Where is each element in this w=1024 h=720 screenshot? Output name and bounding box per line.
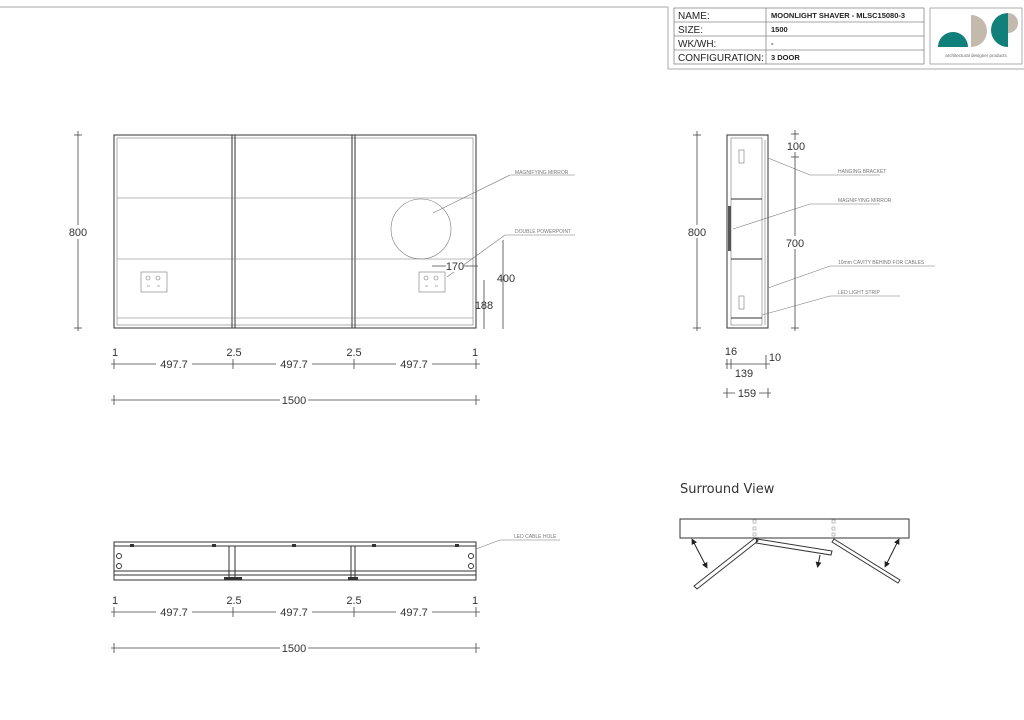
title-label-size: SIZE: xyxy=(678,25,703,36)
company-logo: architectural designer products xyxy=(929,7,1023,65)
powerpoint-width-dim: 170 xyxy=(446,261,464,273)
logo-text: architectural designer products xyxy=(945,53,1007,58)
bracket-dim: 700 xyxy=(786,238,804,250)
magnifying-mirror xyxy=(390,198,452,260)
title-value-wkwh: - xyxy=(771,39,774,48)
side-height-dim: 800 xyxy=(688,227,706,239)
title-block: NAME: MOONLIGHT SHAVER - MLSC15080-3 SIZ… xyxy=(673,7,925,65)
callout-hanging-bracket: HANGING BRACKET xyxy=(838,169,886,175)
front-view: MAGNIFYING MIRROR DOUBLE POWERPOINT 800 … xyxy=(66,131,575,407)
top-view: LED CABLE HOLE 1 2.5 2.5 1 497.7 497.7 4… xyxy=(111,534,560,655)
body-depth-dim: 139 xyxy=(735,368,753,380)
side-view: HANGING BRACKET MAGNIFYING MIRROR 10mm C… xyxy=(686,130,935,400)
powerpoint-right xyxy=(418,271,446,293)
powerpoint-height-dim: 188 xyxy=(475,300,493,312)
sheet-border xyxy=(0,6,1024,70)
door-dim: 497.7 xyxy=(400,359,428,371)
gap-dim: 2.5 xyxy=(226,595,241,607)
back-depth-dim: 10 xyxy=(769,352,781,364)
surround-view: Surround View xyxy=(679,482,910,590)
door-dim: 497.7 xyxy=(280,607,308,619)
callout-magnifying-mirror: MAGNIFYING MIRROR xyxy=(515,170,569,176)
total-width-dim: 1500 xyxy=(282,643,306,655)
door-dim: 497.7 xyxy=(280,359,308,371)
gap-dim: 2.5 xyxy=(346,347,361,359)
callout-led-strip: LED LIGHT STRIP xyxy=(838,290,881,296)
total-depth-dim: 159 xyxy=(738,388,756,400)
powerpoint-left xyxy=(140,271,168,293)
title-label-wkwh: WK/WH: xyxy=(678,39,716,50)
gap-dim: 1 xyxy=(472,347,478,359)
powerpoint-top-dim: 400 xyxy=(497,273,515,285)
gap-dim: 1 xyxy=(112,595,118,607)
top-offset-dim: 100 xyxy=(787,141,805,153)
gap-dim: 2.5 xyxy=(226,347,241,359)
gap-dim: 2.5 xyxy=(346,595,361,607)
title-label-config: CONFIGURATION: xyxy=(678,53,764,64)
door-dim: 497.7 xyxy=(400,607,428,619)
title-value-name: MOONLIGHT SHAVER - MLSC15080-3 xyxy=(771,11,905,20)
total-width-dim: 1500 xyxy=(282,395,306,407)
gap-dim: 1 xyxy=(472,595,478,607)
title-value-size: 1500 xyxy=(771,25,788,34)
callout-double-powerpoint: DOUBLE POWERPOINT xyxy=(515,229,571,235)
callout-side-mirror: MAGNIFYING MIRROR xyxy=(838,198,892,204)
callout-led-cable-hole: LED CABLE HOLE xyxy=(514,534,557,540)
title-value-config: 3 DOOR xyxy=(771,53,800,62)
title-label-name: NAME: xyxy=(678,11,710,22)
surround-view-title: Surround View xyxy=(680,482,775,497)
front-height-dim: 800 xyxy=(69,227,87,239)
callout-cavity: 10mm CAVITY BEHIND FOR CABLES xyxy=(838,260,925,266)
gap-dim: 1 xyxy=(112,347,118,359)
door-dim: 497.7 xyxy=(160,359,188,371)
door-dim: 497.7 xyxy=(160,607,188,619)
front-depth-dim: 16 xyxy=(725,346,737,358)
